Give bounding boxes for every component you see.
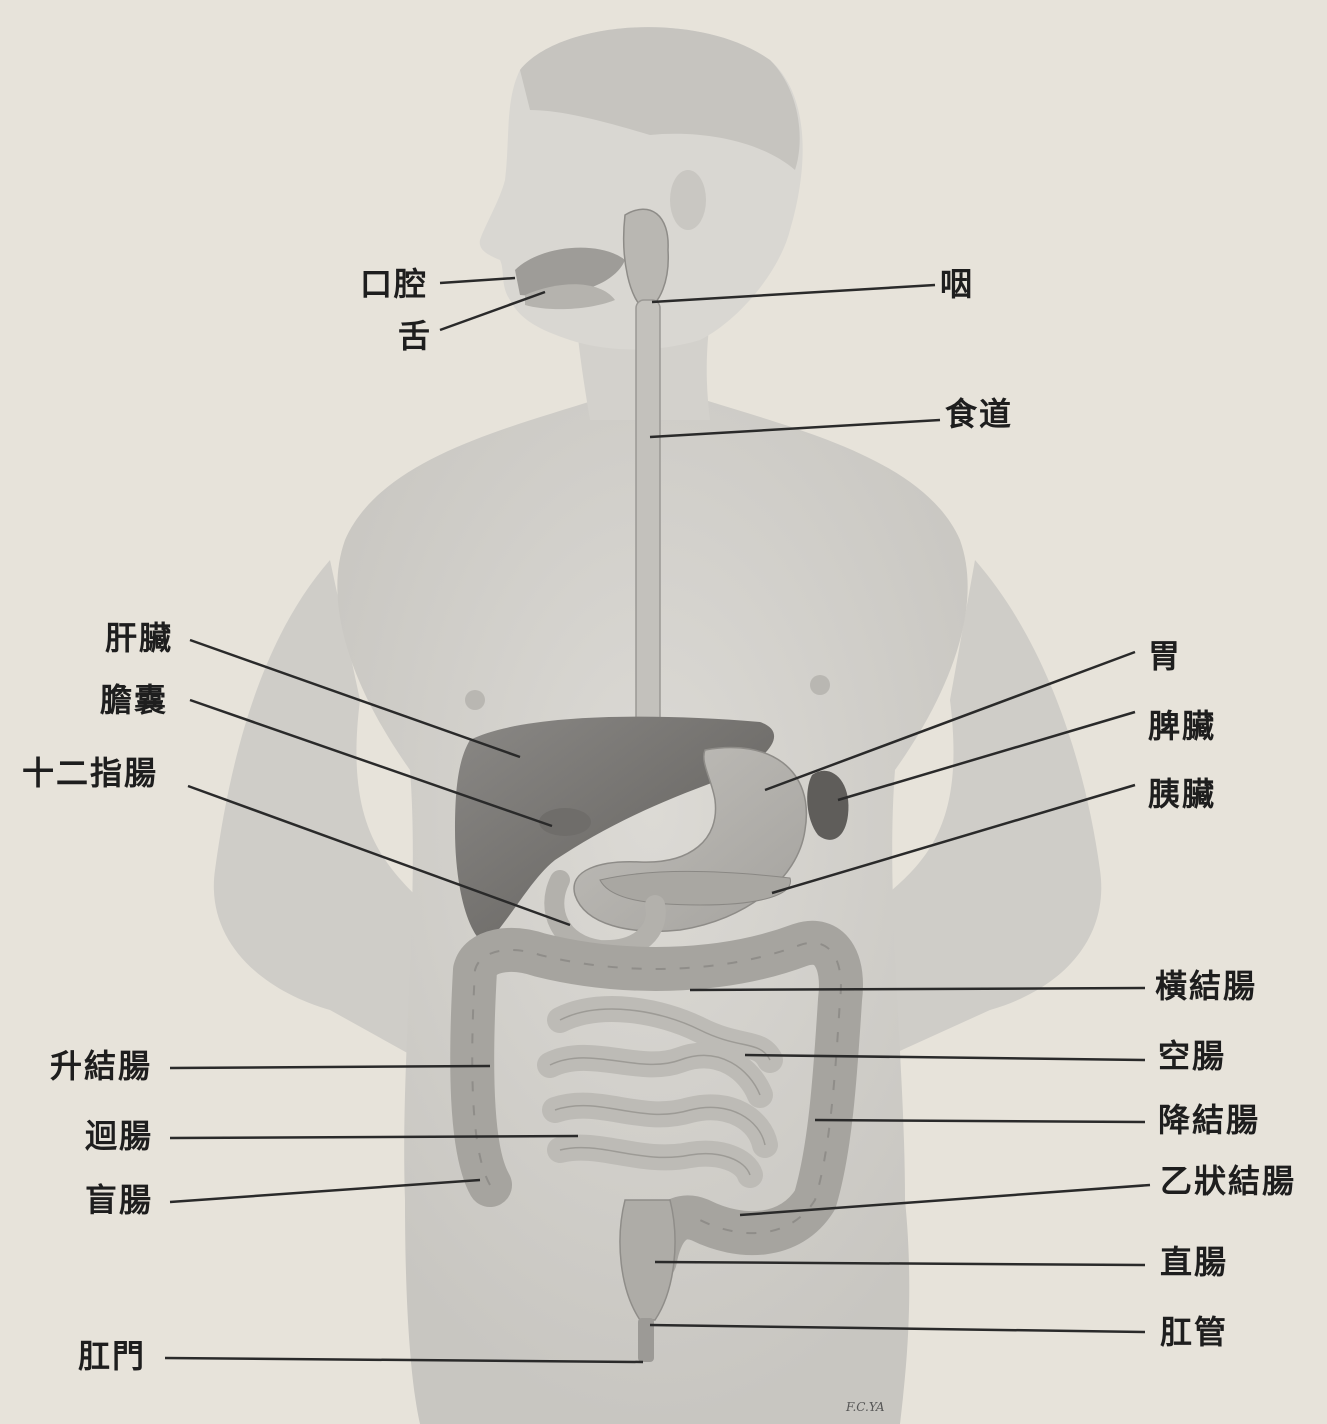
label-ascending-colon: 升結腸: [50, 1050, 152, 1082]
label-pancreas: 胰臟: [1148, 778, 1216, 810]
label-duodenum: 十二指腸: [22, 757, 158, 789]
label-tongue: 舌: [398, 320, 432, 352]
label-cecum: 盲腸: [85, 1184, 153, 1216]
label-gallbladder: 膽囊: [100, 684, 168, 716]
label-oral-cavity: 口腔: [360, 268, 428, 300]
label-anal-canal: 肛管: [1160, 1316, 1228, 1348]
label-jejunum: 空腸: [1158, 1040, 1226, 1072]
label-spleen: 脾臟: [1148, 710, 1216, 742]
label-transverse-colon: 橫結腸: [1155, 970, 1257, 1002]
gallbladder-shape: [539, 808, 591, 836]
label-esophagus: 食道: [945, 398, 1013, 430]
label-anus: 肛門: [78, 1340, 146, 1372]
label-descending-colon: 降結腸: [1158, 1104, 1260, 1136]
ear: [670, 170, 706, 230]
label-liver: 肝臟: [105, 622, 173, 654]
left-nipple: [465, 690, 485, 710]
label-rectum: 直腸: [1160, 1246, 1228, 1278]
label-ileum: 迴腸: [85, 1120, 153, 1152]
label-sigmoid-colon: 乙狀結腸: [1160, 1165, 1296, 1197]
artist-signature: F.C.YA: [846, 1400, 885, 1414]
esophagus-tube: [636, 300, 660, 740]
label-pharynx: 咽: [940, 268, 974, 300]
label-stomach: 胃: [1148, 640, 1182, 672]
right-nipple: [810, 675, 830, 695]
